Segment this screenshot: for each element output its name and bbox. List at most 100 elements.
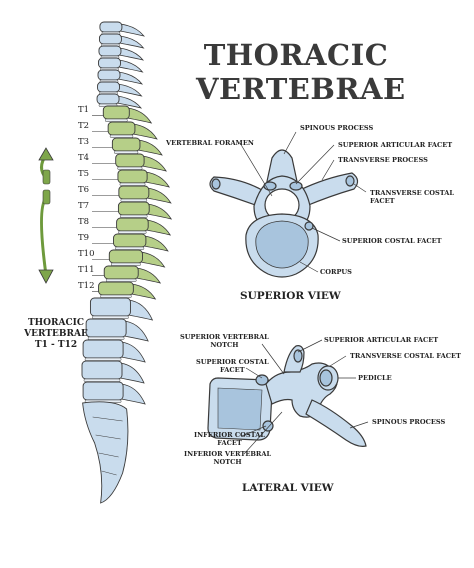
vertebra-body <box>97 81 120 93</box>
sacrum-ridge <box>92 416 123 422</box>
vertebra-body <box>97 69 121 81</box>
superior-articular-facet-right <box>289 181 303 191</box>
vertebra-body <box>99 21 123 33</box>
intervertebral-disc <box>109 134 134 138</box>
intervertebral-disc <box>117 166 143 170</box>
vertebra-body <box>108 249 143 264</box>
vertebra-label-t9: T9 <box>78 232 90 243</box>
intervertebral-disc <box>111 262 141 266</box>
spine-process <box>123 320 149 342</box>
spine-process <box>141 155 167 172</box>
page-title-line1: THORACIC <box>203 38 389 72</box>
spine-process <box>118 59 144 73</box>
sacrum-ridge <box>101 470 117 476</box>
superior-view-caption: SUPERIOR VIEW <box>240 290 341 302</box>
spine-process <box>120 383 146 405</box>
spine-process <box>120 341 146 363</box>
spine-column <box>81 21 173 504</box>
vertebra-body <box>116 217 149 232</box>
vertebra-body <box>117 169 148 184</box>
down-arrowhead <box>38 269 54 284</box>
spine-process <box>135 267 162 284</box>
intervertebral-disc <box>87 336 125 340</box>
corpus-inner <box>255 220 309 269</box>
superior-view-leaders <box>239 131 367 273</box>
up-arrowhead <box>38 147 54 161</box>
vertebra-label-t11: T11 <box>78 264 95 275</box>
label-superior-vertebral-notch: SUPERIOR VERTEBRAL NOTCH <box>180 333 269 349</box>
lateral-view-leaders <box>241 339 369 455</box>
group-label-range: T1 - T12 <box>34 340 78 350</box>
intervertebral-disc <box>120 198 148 202</box>
vertebra-label-t10: T10 <box>78 248 95 259</box>
vertebra-body <box>117 201 150 216</box>
intervertebral-disc <box>84 357 122 361</box>
thoracic-group-label: THORACIC VERTEBRAE T1 - T12 <box>20 318 92 351</box>
vertebra-body <box>115 153 145 168</box>
spine-process <box>146 203 173 220</box>
down-arrow <box>40 196 48 276</box>
vertebra-label-t6: T6 <box>78 184 90 195</box>
label-spinous-process-superior: SPINOUS PROCESS <box>300 124 374 132</box>
vertebra-label-t4: T4 <box>78 152 90 163</box>
label-vertebral-foramen: VERTEBRAL FORAMEN <box>166 139 254 147</box>
motion-arrows <box>38 147 54 284</box>
vertebra-body <box>111 137 141 152</box>
spine-process <box>144 171 170 188</box>
spine-process <box>119 23 145 37</box>
sacrum-ridge <box>95 434 121 440</box>
vertebra-body <box>96 93 120 105</box>
vertebra-body <box>98 57 121 69</box>
spine-process <box>140 251 166 268</box>
vertebra-body <box>102 105 130 120</box>
spine-process <box>116 95 143 109</box>
vertebra-body <box>98 281 134 296</box>
vertebra-body <box>103 265 139 280</box>
intervertebral-disc <box>83 378 121 382</box>
vertebra-body <box>89 297 131 317</box>
spine-process <box>146 187 172 204</box>
vertebra-body <box>85 318 127 338</box>
spine-process <box>145 219 172 236</box>
label-spinous-process-lateral: SPINOUS PROCESS <box>372 418 446 426</box>
spine-process <box>119 362 145 384</box>
label-corpus: CORPUS <box>320 268 352 276</box>
intervertebral-disc <box>105 278 137 282</box>
group-label-line2: VERTEBRAE <box>24 329 88 339</box>
superior-view-vertebra <box>209 149 359 278</box>
lateral-view-caption: LATERAL VIEW <box>242 482 334 494</box>
vertebra-label-t8: T8 <box>78 216 90 227</box>
spine-process <box>126 107 153 124</box>
label-superior-costal-facet-superior: SUPERIOR COSTAL FACET <box>342 237 442 245</box>
spine-process <box>143 235 169 252</box>
vertebra-body <box>98 33 122 45</box>
intervertebral-disc <box>119 182 146 186</box>
vertebra-leader-lines <box>92 115 119 292</box>
sacrum-ridge <box>98 452 119 458</box>
label-inferior-costal-facet: INFERIOR COSTAL FACET <box>194 431 265 447</box>
lateral-view-vertebra <box>207 345 367 447</box>
sacrum <box>82 401 129 504</box>
label-superior-articular-facet-superior: SUPERIOR ARTICULAR FACET <box>338 141 453 149</box>
right-transverse-process <box>299 172 359 207</box>
lateral-spinous-process <box>305 399 367 447</box>
intervertebral-disc <box>114 150 139 154</box>
intervertebral-disc <box>100 294 132 298</box>
intervertebral-disc <box>92 315 129 319</box>
spine-process <box>117 83 143 97</box>
vertebra-label-t2: T2 <box>78 120 90 131</box>
vertebra-label-t7: T7 <box>78 200 90 211</box>
transverse-costal-facet-shape <box>345 175 355 187</box>
vertebra-body <box>81 360 123 380</box>
vertebra-body <box>82 381 124 401</box>
spine-process <box>118 47 145 61</box>
vertebra-label-t5: T5 <box>78 168 90 179</box>
intervertebral-disc <box>115 246 145 250</box>
spine-process <box>117 71 144 85</box>
vertebra-label-t12: T12 <box>78 280 95 291</box>
spine-process <box>119 35 145 49</box>
vertebra-body <box>107 121 136 136</box>
label-transverse-process: TRANSVERSE PROCESS <box>338 156 428 164</box>
spine-process <box>132 123 158 140</box>
